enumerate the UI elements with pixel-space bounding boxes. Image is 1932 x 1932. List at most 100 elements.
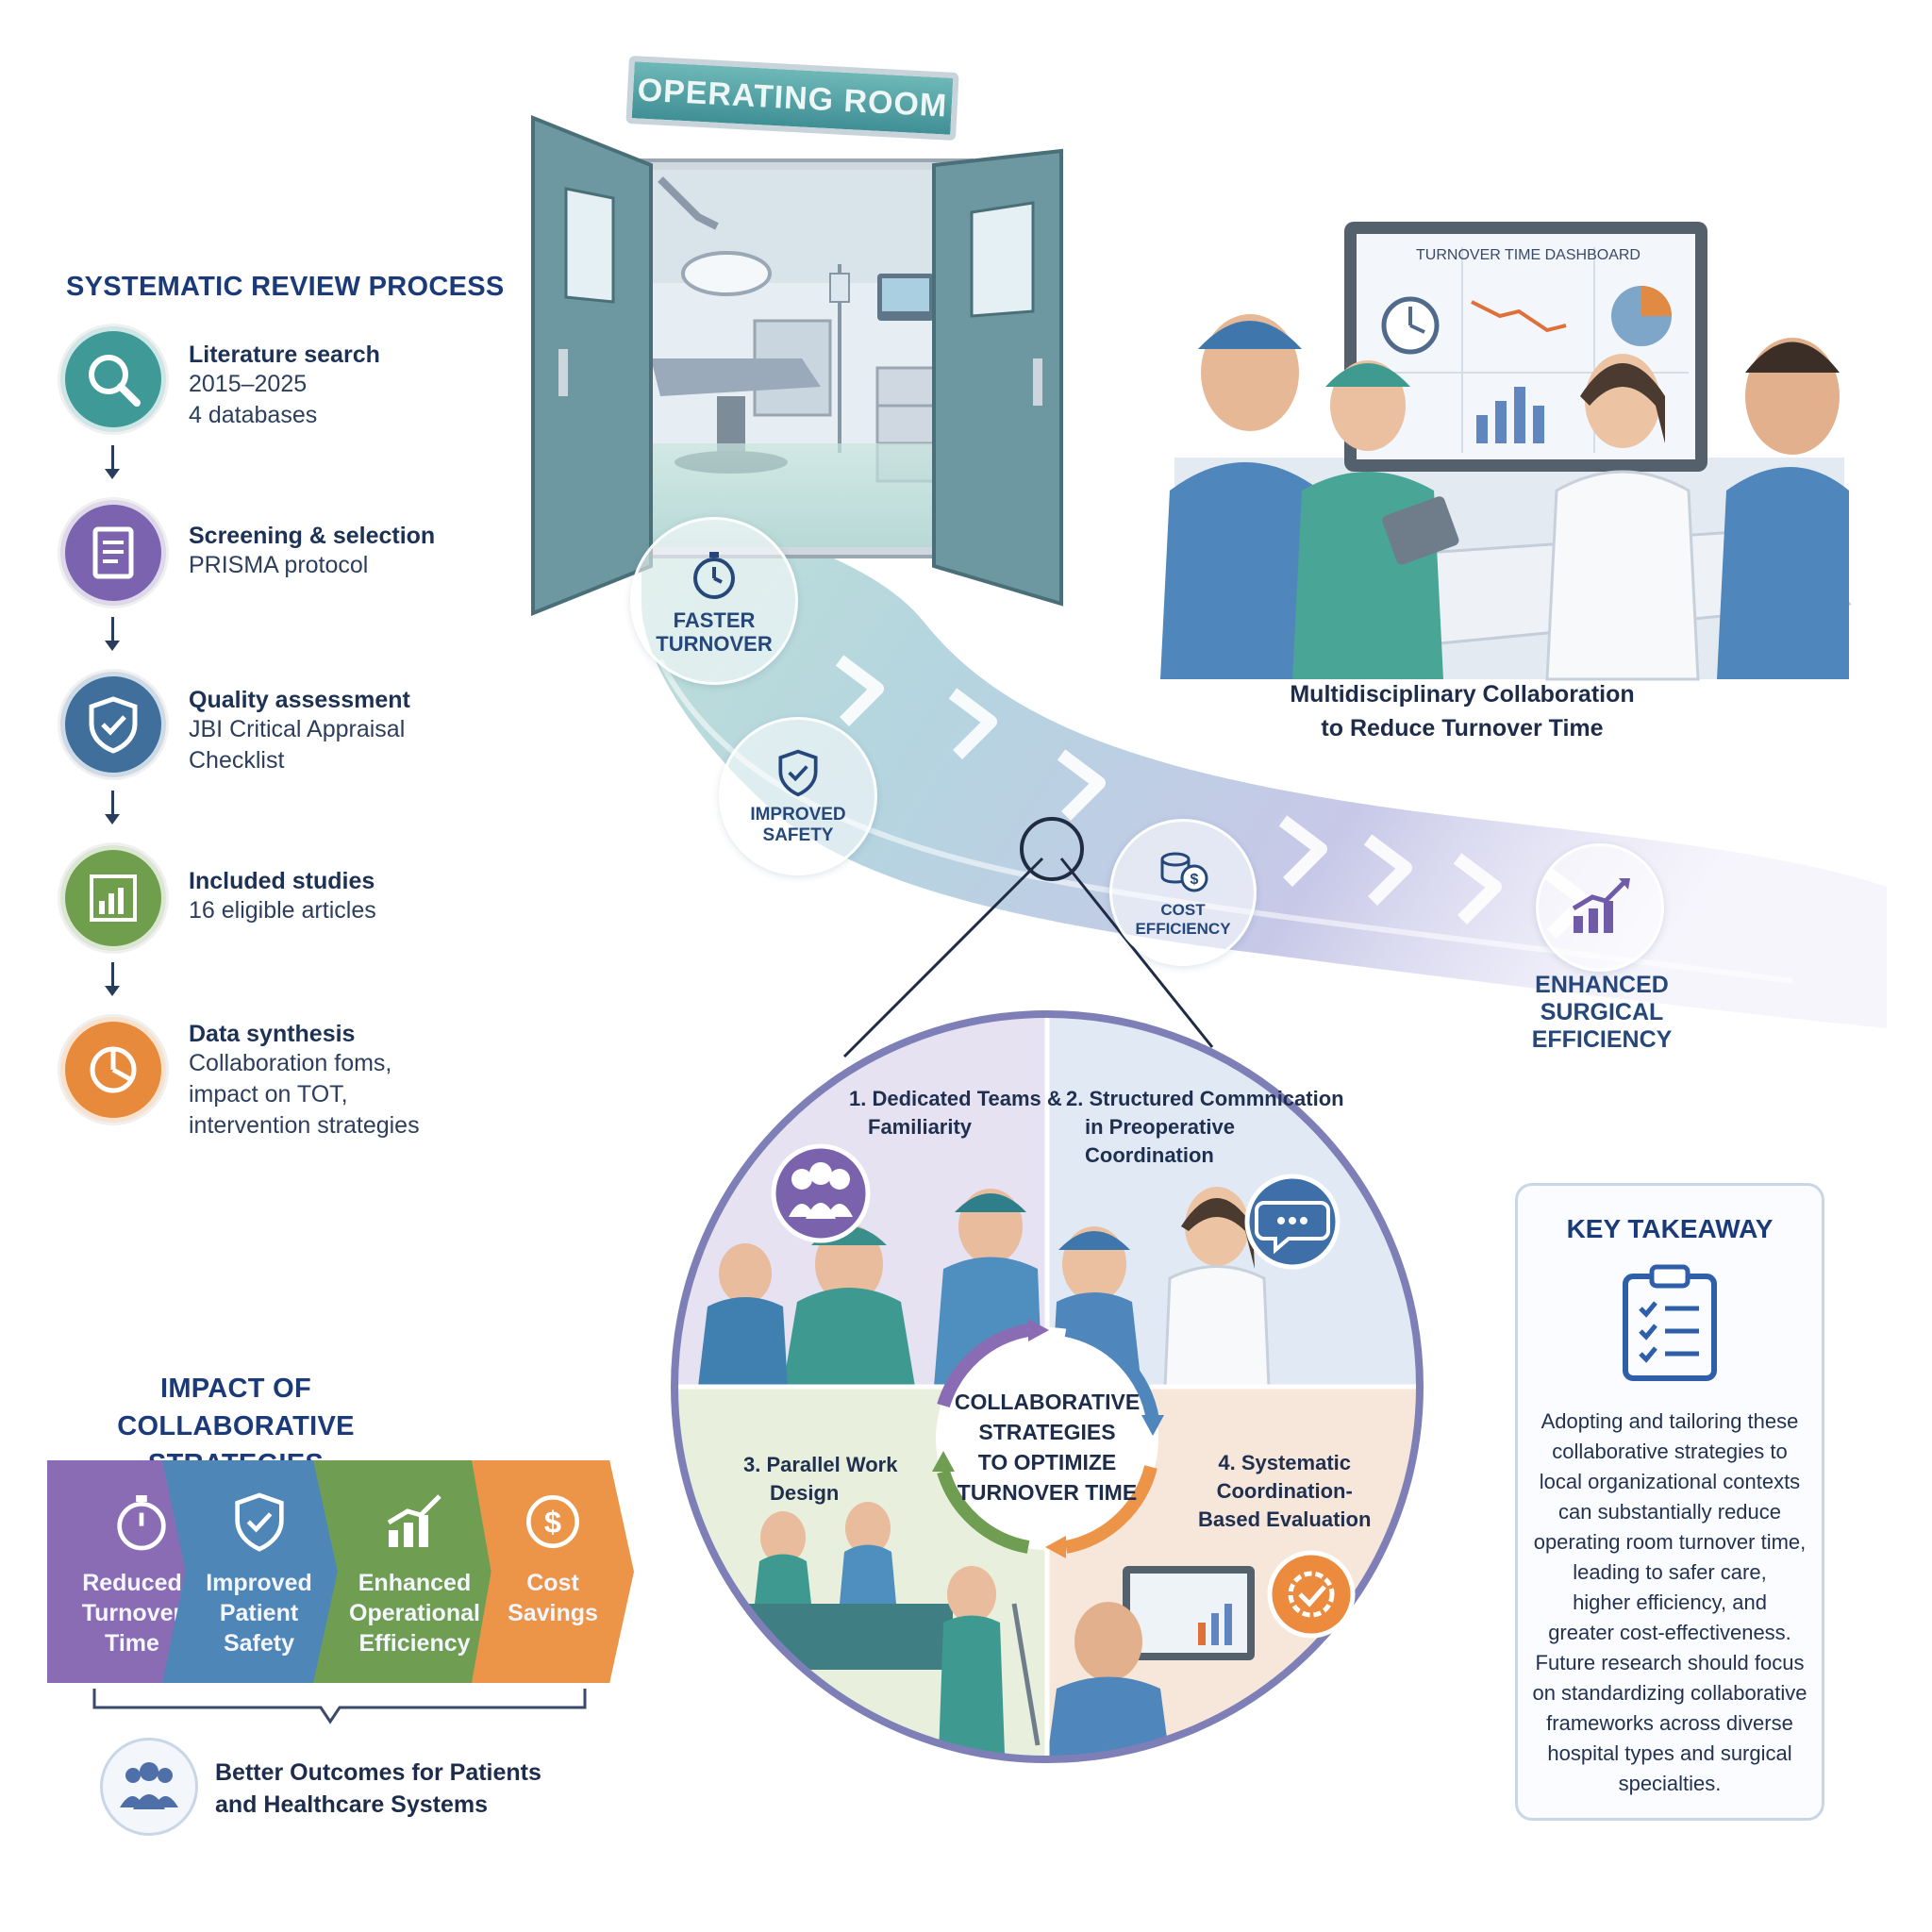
quadrant-4-label: 4. Systematic Coordination- Based Evalua… <box>1198 1449 1371 1534</box>
stopwatch-icon <box>693 551 735 599</box>
collaboration-caption: Multidisciplinary Collaboration to Reduc… <box>1217 677 1707 745</box>
badge-cost-efficiency: $ COST EFFICIENCY <box>1109 819 1257 966</box>
bar-chart-icon <box>90 874 137 922</box>
q4-line2: Coordination- <box>1216 1479 1353 1503</box>
key-takeaway-body: Adopting and tailoring these collaborati… <box>1518 1407 1822 1799</box>
step-arrow-4 <box>105 962 120 996</box>
badge-faster-line2: TURNOVER <box>656 632 773 656</box>
collaboration-caption-line2: to Reduce Turnover Time <box>1321 715 1604 741</box>
chat-bubble-icon <box>1244 1174 1341 1270</box>
coins-icon: $ <box>1160 852 1208 892</box>
q1-line2: Familiarity <box>868 1115 973 1139</box>
quadrant-2-label: 2. Structured Commnication in Preoperati… <box>1066 1085 1344 1170</box>
takeaway-line-2: collaborative strategies to <box>1552 1440 1788 1463</box>
step-arrow-2 <box>105 617 120 651</box>
outcome-people-icon <box>100 1738 198 1836</box>
dashboard-title: TURNOVER TIME DASHBOARD <box>1416 247 1641 263</box>
magnifier-icon <box>89 355 141 407</box>
quadrant-3-label: 3. Parallel Work Design <box>743 1451 897 1507</box>
step-data-synthesis <box>60 1017 166 1123</box>
step-5-text: Data synthesis Collaboration foms, impac… <box>189 1021 420 1141</box>
badge-safety-line1: IMPROVED <box>750 805 846 825</box>
step-literature-search <box>60 326 166 432</box>
enhanced-surgical-efficiency: ENHANCED SURGICAL EFFICIENCY <box>1507 972 1696 1054</box>
shield-check-icon <box>89 696 138 754</box>
people-icon <box>120 1762 178 1809</box>
outcome-line2: and Healthcare Systems <box>215 1791 489 1818</box>
step-5-line-1: Collaboration foms, <box>189 1050 392 1076</box>
enhanced-line3: EFFICIENCY <box>1531 1026 1673 1053</box>
step-quality-assessment <box>60 672 166 777</box>
step-2-text: Screening & selection PRISMA protocol <box>189 523 435 581</box>
impact-bracket <box>92 1689 587 1724</box>
impact-title-line2: STRATEGIES <box>147 1449 325 1479</box>
step-arrow-1 <box>105 445 120 479</box>
step-3-line-1: JBI Critical Appraisal <box>189 716 406 742</box>
pie-chart-icon <box>90 1046 137 1093</box>
step-arrow-3 <box>105 791 120 824</box>
takeaway-line-1: Adopting and tailoring these <box>1541 1409 1799 1433</box>
step-screening <box>60 500 166 606</box>
step-3-title: Quality assessment <box>189 687 410 713</box>
q3-line2: Design <box>770 1481 840 1505</box>
takeaway-line-12: hospital types and surgical <box>1547 1741 1792 1765</box>
q3-line1: 3. Parallel Work <box>743 1453 898 1476</box>
step-4-title: Included studies <box>189 868 375 894</box>
enhanced-line1: ENHANCED <box>1535 972 1669 998</box>
badge-faster-line1: FASTER <box>673 608 756 632</box>
outcome-text: Better Outcomes for Patients and Healthc… <box>215 1757 541 1821</box>
outcome-line1: Better Outcomes for Patients <box>215 1759 541 1786</box>
operating-room-illustration <box>531 115 1063 616</box>
step-included-studies <box>60 845 166 951</box>
team-icon <box>771 1143 871 1243</box>
step-1-title: Literature search <box>189 341 380 368</box>
takeaway-line-13: specialties. <box>1618 1772 1722 1795</box>
q1-line1: 1. Dedicated Teams & <box>849 1087 1062 1110</box>
step-2-line-1: PRISMA protocol <box>189 552 369 578</box>
step-5-line-2: impact on TOT, <box>189 1081 348 1108</box>
q4-line1: 4. Systematic <box>1218 1451 1352 1474</box>
takeaway-line-10: on standardizing collaborative <box>1532 1681 1807 1705</box>
q2-line2: in Preoperative <box>1085 1115 1235 1139</box>
key-takeaway-title: KEY TAKEAWAY <box>1566 1214 1774 1243</box>
takeaway-line-8: greater cost-effectiveness. <box>1548 1621 1791 1644</box>
q2-line3: Coordination <box>1085 1143 1214 1167</box>
hub-line3: TO OPTIMIZE <box>977 1450 1117 1474</box>
review-process-title: SYSTEMATIC REVIEW PROCESS <box>66 272 505 302</box>
takeaway-line-5: operating room turnover time, <box>1533 1530 1807 1554</box>
takeaway-line-3: local organizational contexts <box>1539 1470 1801 1493</box>
hub-label: COLLABORATIVE STRATEGIES TO OPTIMIZE TUR… <box>953 1387 1141 1507</box>
step-3-text: Quality assessment JBI Critical Appraisa… <box>189 687 410 776</box>
step-1-text: Literature search 2015–2025 4 databases <box>189 341 380 431</box>
step-2-title: Screening & selection <box>189 523 436 549</box>
q2-line1: 2. Structured Commnication <box>1066 1087 1344 1110</box>
step-4-line-1: 16 eligible articles <box>189 897 376 924</box>
hub-line4: TURNOVER TIME <box>957 1480 1138 1505</box>
badge-faster-turnover: FASTER TURNOVER <box>630 517 798 685</box>
impact-title: IMPACT OF COLLABORATIVE STRATEGIES <box>57 1370 415 1483</box>
hub-line1: COLLABORATIVE <box>954 1390 1141 1414</box>
step-5-title: Data synthesis <box>189 1021 356 1047</box>
badge-cost-line1: COST <box>1160 901 1206 920</box>
step-5-line-3: intervention strategies <box>189 1112 420 1139</box>
badge-improved-safety: IMPROVED SAFETY <box>719 717 877 875</box>
clipboard-checklist-icon <box>1623 1264 1717 1381</box>
takeaway-line-6: leading to safer care, <box>1573 1560 1767 1584</box>
badge-safety-line2: SAFETY <box>762 825 834 845</box>
collaboration-caption-line1: Multidisciplinary Collaboration <box>1290 681 1635 708</box>
step-1-line-1: 2015–2025 <box>189 371 308 397</box>
key-takeaway-card: KEY TAKEAWAY Adopting and tailoring thes… <box>1515 1183 1824 1821</box>
q4-line3: Based Evaluation <box>1198 1507 1372 1531</box>
enhanced-line2: SURGICAL <box>1540 999 1664 1025</box>
strategy-circle <box>671 817 1424 1763</box>
shield-check-icon <box>778 749 818 797</box>
impact-title-line1: IMPACT OF COLLABORATIVE <box>117 1374 355 1441</box>
takeaway-line-11: frameworks across diverse <box>1546 1711 1793 1735</box>
badge-enhanced-icon <box>1536 843 1664 972</box>
step-1-line-2: 4 databases <box>189 402 318 428</box>
takeaway-line-4: can substantially reduce <box>1557 1500 1782 1524</box>
quadrant-1-label: 1. Dedicated Teams & Familiarity <box>849 1085 1062 1141</box>
step-3-line-2: Checklist <box>189 747 285 774</box>
team-dashboard-illustration <box>1160 222 1852 681</box>
